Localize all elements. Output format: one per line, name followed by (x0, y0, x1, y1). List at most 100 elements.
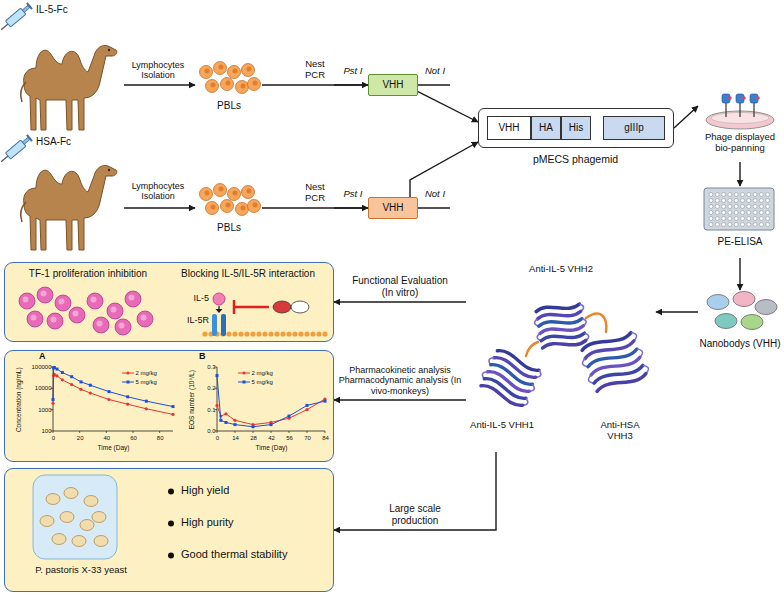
chart-tick (133, 431, 134, 433)
peptide-linker (586, 314, 606, 332)
membrane-bead (250, 331, 255, 336)
cell-nucleus (141, 315, 147, 321)
yeast-cell (40, 516, 54, 527)
lymphocyte-cell (221, 78, 234, 91)
data-line (53, 367, 173, 406)
node-text: P. pastoris X-33 yeast (11, 565, 151, 576)
protein-structure: Anti-IL-5 VHH2Anti-IL-5 VHH1Anti-HSA VHH… (466, 262, 656, 452)
axis-tick-label: 0.3 (186, 364, 216, 371)
plate-well (741, 193, 745, 197)
data-marker (53, 366, 56, 369)
restriction-site-label: Not I (420, 66, 450, 77)
data-marker (89, 384, 92, 387)
phage-tail (739, 103, 740, 117)
nanobody-shape (273, 301, 291, 313)
lymphocyte-cell (236, 203, 249, 216)
beta-strand (537, 309, 581, 322)
data-marker (70, 383, 73, 386)
icon-graphic (698, 290, 782, 370)
plate-well (766, 199, 770, 203)
axis-tick-label: 100 (22, 428, 52, 435)
node-text: A (39, 351, 53, 361)
axis-tick-label: 60 (124, 435, 144, 442)
membrane-bead (304, 331, 309, 336)
plate-well (728, 205, 732, 209)
axis-tick-label: 100000 (22, 364, 52, 371)
axis-tick-label: 14 (226, 435, 246, 442)
legend-line (122, 381, 134, 382)
legend-sample (122, 370, 134, 376)
chart-axis (53, 431, 173, 432)
plate-well (766, 193, 770, 197)
bullet-dot (168, 553, 174, 559)
nanobody-shape (715, 314, 737, 329)
membrane-bead (310, 331, 315, 336)
beta-strand (480, 383, 524, 407)
flow-arrow (334, 301, 466, 302)
plate-well (747, 223, 751, 227)
cell-nucleus (226, 81, 231, 86)
phage-tail (753, 103, 754, 117)
plate-well (715, 223, 719, 227)
syringe-needle (1, 156, 8, 162)
plate-well (741, 205, 745, 209)
beta-strand (541, 331, 585, 344)
plate-well (709, 211, 713, 215)
plate-well (747, 211, 751, 215)
axis-tick-label: 56 (280, 435, 300, 442)
plate-well (753, 193, 757, 197)
plate-well (753, 217, 757, 221)
binding-arrow-head (216, 309, 223, 313)
data-marker (324, 400, 327, 403)
membrane-bead (292, 331, 297, 336)
plate-well (753, 223, 757, 227)
icon-graphic (702, 186, 778, 258)
data-marker (270, 423, 273, 426)
axis-tick-label: 42 (262, 435, 282, 442)
plate-well (728, 199, 732, 203)
plate-well (709, 193, 713, 197)
plate-well (766, 217, 770, 221)
data-marker (234, 423, 237, 426)
node-text: Phage displayed bio-panning (698, 132, 782, 154)
tf1-cell (27, 311, 43, 327)
axis-tick-label: 0.2 (186, 385, 216, 392)
nanobody-icon: Nanobodys (VHH) (698, 290, 782, 370)
membrane-bead (322, 331, 327, 336)
plate-well (747, 193, 751, 197)
beta-strand (540, 323, 584, 336)
syringe-plunger (22, 137, 29, 144)
data-marker (51, 402, 54, 405)
data-marker (171, 413, 174, 416)
plate-well (734, 223, 738, 227)
restriction-site-label: Not I (420, 189, 450, 200)
axis-tick-label: 0.0 (186, 428, 216, 435)
plate-well (709, 223, 713, 227)
data-marker (225, 421, 228, 424)
cell-nucleus (241, 84, 246, 89)
plate-well (728, 217, 732, 221)
cell-nucleus (97, 321, 103, 327)
plate-well (741, 199, 745, 203)
elisa-plate (704, 188, 774, 230)
axis-title: EOS number (10⁹/L) (188, 358, 195, 442)
flow-arrow (262, 84, 368, 85)
receptor-chain (221, 314, 226, 336)
nanobody-shape (755, 300, 777, 315)
tag-segment: HA (531, 116, 561, 140)
tf1-cell (137, 311, 153, 327)
displayed-vhh (742, 96, 746, 100)
syringe-needle (1, 24, 8, 30)
node-text: High purity (181, 516, 331, 529)
connector-label: Pharmacokinetic analysis Pharmacodynamic… (336, 365, 464, 396)
nanobody-shape (733, 292, 755, 307)
syringe-icon (0, 134, 33, 165)
membrane-bead (262, 331, 267, 336)
data-marker (80, 380, 83, 383)
process-arrow (124, 207, 195, 208)
data-marker (305, 408, 308, 411)
cell-nucleus (41, 291, 47, 297)
tf1-cell (107, 303, 123, 319)
chart-tick (159, 431, 160, 433)
